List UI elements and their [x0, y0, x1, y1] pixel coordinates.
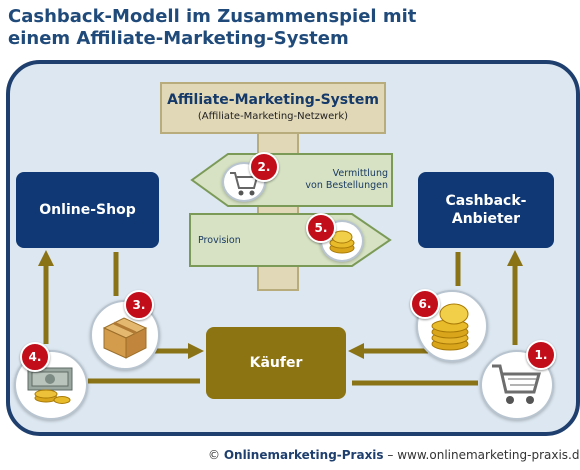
provision-label: Provision — [198, 235, 241, 246]
kaeufer-node: Käufer — [206, 327, 346, 399]
online-shop-node: Online-Shop — [16, 172, 159, 248]
vermittlung-label: Vermittlung von Bestellungen — [305, 168, 388, 191]
title-line-1: Cashback-Modell im Zusammenspiel mit — [8, 6, 417, 27]
diagram-title: Cashback-Modell im Zusammenspiel mit ein… — [8, 6, 416, 50]
step-3-badge: 3. — [124, 290, 154, 320]
step-5-badge: 5. — [306, 213, 336, 243]
step-1-badge: 1. — [526, 340, 556, 370]
step-4-badge: 4. — [20, 342, 50, 372]
title-line-2: einem Affiliate-Marketing-System — [8, 28, 349, 49]
cashback-anbieter-node: Cashback- Anbieter — [418, 172, 554, 248]
ams-subtitle: (Affiliate-Marketing-Netzwerk) — [197, 111, 349, 122]
footer-brand: Onlinemarketing-Praxis — [223, 448, 384, 462]
footer-credit: © Onlinemarketing-Praxis – www.onlinemar… — [208, 448, 580, 462]
footer-url: www.onlinemarketing-praxis.de — [397, 448, 580, 462]
step-6-badge: 6. — [410, 289, 440, 319]
affiliate-marketing-system: Affiliate-Marketing-System (Affiliate-Ma… — [160, 82, 386, 134]
ams-title: Affiliate-Marketing-System — [167, 92, 379, 108]
step-2-badge: 2. — [249, 152, 279, 182]
